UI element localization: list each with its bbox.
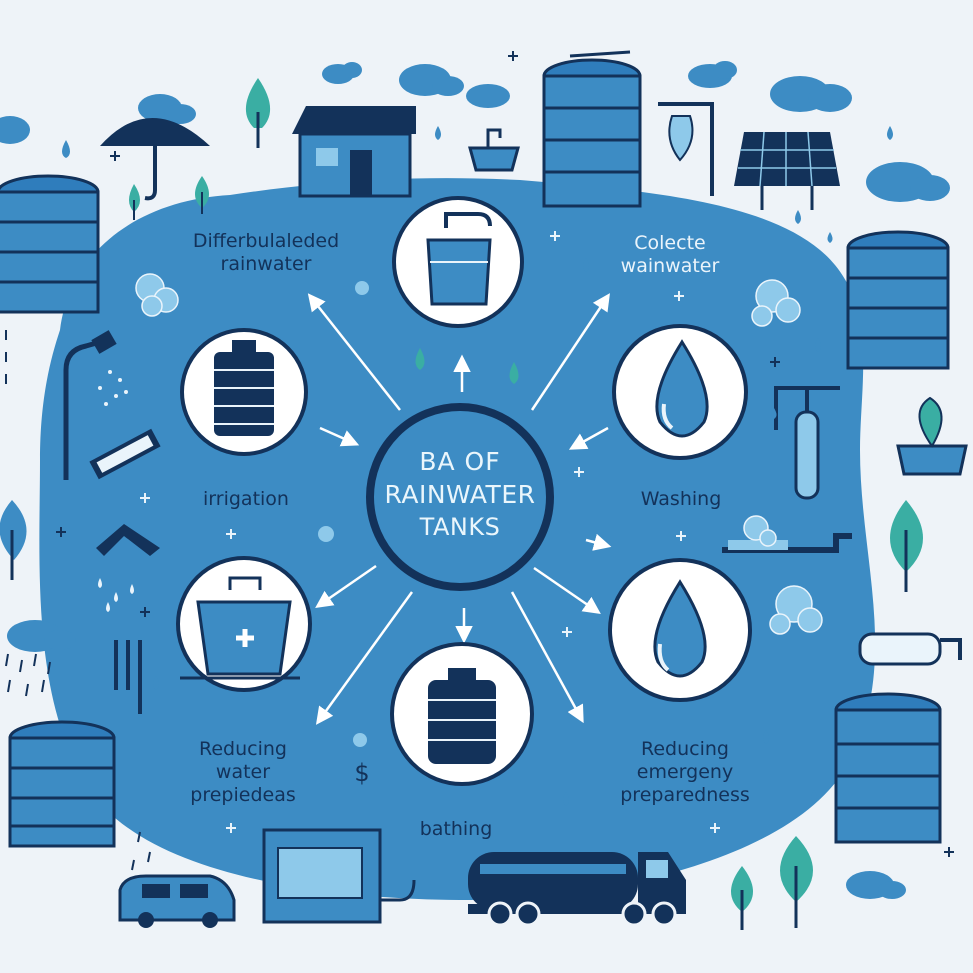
faucet-icon: [658, 102, 714, 196]
flower-icon: [743, 515, 777, 547]
tree-icon: [0, 500, 27, 580]
node-circle-top: [392, 196, 524, 328]
cloud-icon: [138, 94, 196, 124]
center-title-line3: TANKS: [419, 513, 501, 541]
water-tank-icon: [8, 720, 116, 848]
center-title: BA OF RAINWATER TANKS: [371, 445, 549, 544]
label-top-right: Colecte wainwater: [620, 232, 720, 277]
label-mid-right: Washing: [640, 488, 722, 510]
node-circle-tank-left: [180, 328, 308, 456]
plus-icon: [140, 231, 720, 833]
label-bottom-right: Reducing emergeny preparedness: [620, 738, 750, 806]
droplet-icon: [415, 348, 519, 384]
posts-icon: [114, 640, 142, 714]
water-tank-icon: [0, 174, 100, 314]
flower-icon: [751, 279, 801, 327]
label-top-left: Differbulaleded rainwater: [192, 230, 340, 275]
water-tank-icon: [542, 50, 642, 208]
water-tank-icon: [834, 692, 942, 844]
basin-icon: [468, 128, 520, 172]
tree-icon: [780, 836, 813, 928]
node-circle-firstaid: [176, 556, 312, 692]
water-tank-icon: [846, 230, 950, 370]
plus-icon: [56, 51, 954, 857]
label-bottom-left: Reducing water prepiedeas: [190, 738, 296, 806]
van-icon: [118, 874, 236, 928]
sprinkler-icon: [96, 524, 160, 612]
filter-icon: [89, 428, 161, 480]
pump-icon: [858, 632, 962, 666]
cloud-icon: [770, 76, 852, 112]
node-circle-tank-bottom: [390, 642, 534, 786]
tree-icon: [890, 500, 923, 592]
potted-plant-icon: [896, 396, 968, 476]
pipe-icon: [722, 533, 852, 553]
cloud-icon: [688, 61, 737, 88]
house-icon: [292, 106, 416, 198]
center-title-line1: BA OF: [419, 447, 501, 476]
umbrella-icon: [100, 118, 210, 201]
cloud-icon: [846, 871, 906, 899]
tanker-truck-icon: [468, 852, 686, 927]
center-ring: [366, 403, 554, 591]
shower-icon: [63, 330, 128, 480]
center-title-line2: RAINWATER: [384, 480, 536, 509]
label-mid-left: irrigation: [203, 488, 289, 510]
tree-icon: [245, 78, 271, 148]
cloud-icon: [322, 62, 362, 84]
solar-panel-icon: [734, 131, 840, 210]
node-circle-drop-right-lower: [608, 558, 752, 702]
cloud-icon: [866, 162, 950, 202]
tree-icon: [195, 176, 209, 214]
flower-icon: [318, 281, 369, 747]
dollar-icon: $: [354, 759, 370, 787]
droplet-icon: [62, 126, 893, 806]
label-bottom-center: bathing: [419, 818, 493, 840]
cloud-icon: [399, 64, 510, 108]
node-circle-drop-right: [612, 324, 748, 460]
tree-icon: [731, 866, 753, 930]
cloud-icon: [0, 116, 30, 144]
connector-arrows: [307, 293, 612, 725]
flower-icon: [135, 273, 179, 317]
flower-icon: [769, 585, 823, 635]
tree-icon: [129, 184, 140, 220]
rain-icon: [5, 330, 151, 871]
cloud-icon: [7, 620, 76, 652]
storage-box-icon: [262, 828, 416, 924]
